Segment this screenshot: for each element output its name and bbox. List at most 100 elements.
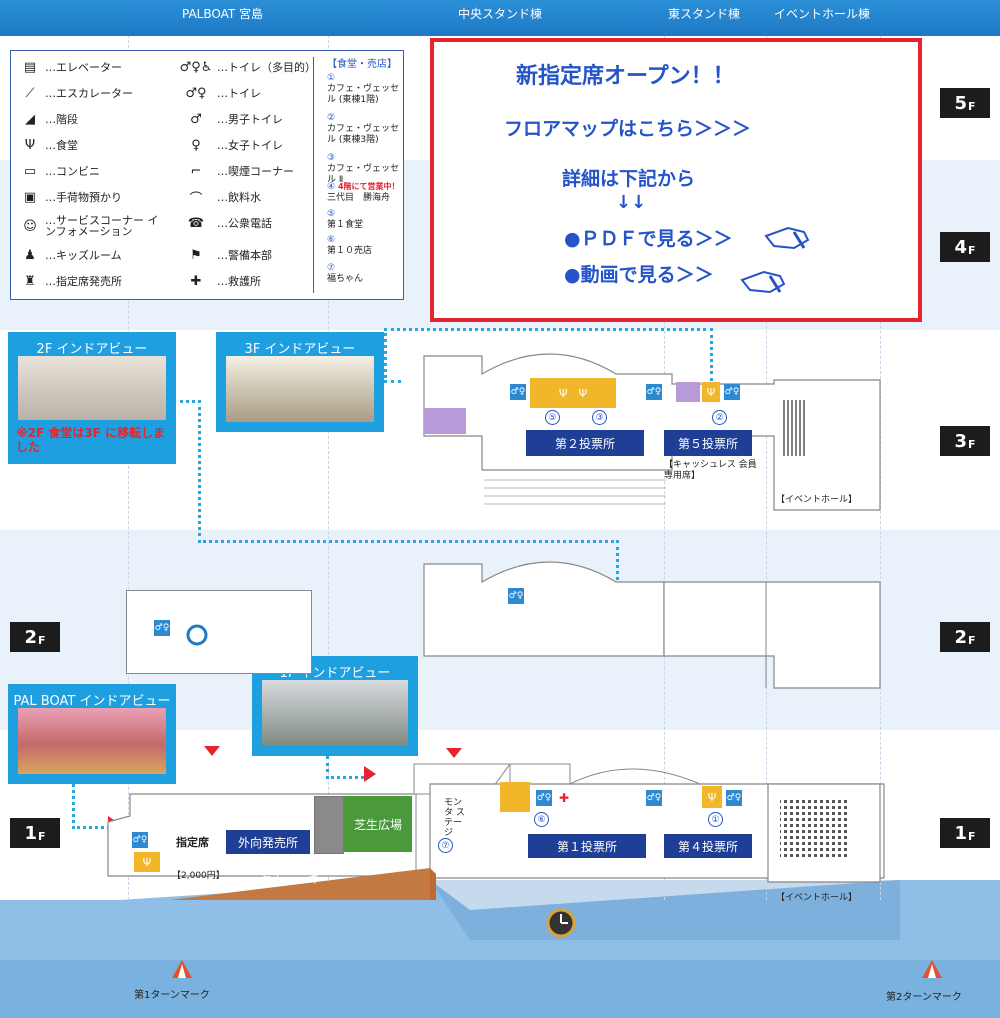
first-aid-icon: ✚ xyxy=(556,790,572,806)
connector-palboat xyxy=(72,784,115,829)
legend-item: ♂♀♿…トイレ（多目的） xyxy=(179,59,316,75)
toilet-icon: ♂♀ xyxy=(646,384,662,400)
convenience-1f xyxy=(500,782,530,812)
reserved-seat-label: 指定席 xyxy=(176,836,209,849)
promo-headline: 新指定席オープン！！ xyxy=(516,64,735,89)
water-fountain-icon: ⌒ xyxy=(189,191,203,207)
legend-item: ✚…救護所 xyxy=(179,273,261,289)
sea xyxy=(0,880,1000,1018)
shop-number: ⑦ xyxy=(438,838,453,853)
legend-item: ☎…公衆電話 xyxy=(179,215,272,231)
relocation-note: ※2F 食堂は3F に移転しました xyxy=(16,426,166,454)
legend-item: Ψ…食堂 xyxy=(19,137,78,153)
cafeteria-1f: Ψ xyxy=(702,786,722,808)
womens-toilet-icon: ♀ xyxy=(191,137,201,153)
smoking-area-3f xyxy=(676,382,700,402)
toilet-icon: ♂♀ xyxy=(536,790,552,806)
floor-map-link[interactable]: フロアマップはこちら＞＞＞ xyxy=(504,118,752,140)
reserved-seat-price: 【2,000円】 xyxy=(172,871,225,881)
cafeteria-1f: Ψ xyxy=(134,852,160,872)
event-hall-label-3f: 【イベントホール】 xyxy=(776,495,858,505)
escalator-icon: ⟋ xyxy=(25,85,35,101)
indoor-view-palboat[interactable]: PAL BOAT インドアビュー xyxy=(8,684,176,784)
first-aid-icon: ✚ xyxy=(190,273,202,289)
legend-item: ▣…手荷物預かり xyxy=(19,189,122,205)
toilet-icon: ♂♀ xyxy=(646,790,662,806)
indoor-view-title: 2F インドアビュー xyxy=(36,342,148,357)
toilet-icon: ♂♀ xyxy=(132,832,148,848)
legend-item: ⌒…飲料水 xyxy=(179,189,261,207)
smoking-area-3f xyxy=(424,408,466,434)
toilet-icon: ♂♀ xyxy=(154,620,170,636)
connector-1f xyxy=(326,756,369,779)
legend-item: ⚑…警備本部 xyxy=(179,247,272,263)
legend-item: ☺…サービスコーナー インフォメーション xyxy=(19,215,165,237)
legend-item: ◢…階段 xyxy=(19,111,78,127)
legend-item: ♟…キッズルーム xyxy=(19,247,122,263)
guide-line xyxy=(328,0,329,900)
pointing-hand-icon xyxy=(740,270,786,294)
mens-toilet-icon: ♂ xyxy=(190,111,202,127)
arrow-marker-icon xyxy=(364,766,376,782)
toilet-icon: ♂♀ xyxy=(726,790,742,806)
kids-room-icon: ♟ xyxy=(24,247,36,263)
legend-item: ♂…男子トイレ xyxy=(179,111,283,127)
map-3f-outline xyxy=(423,353,881,511)
legend-item: ♜…指定席発売所 xyxy=(19,273,122,289)
cafeteria-icon: Ψ xyxy=(24,137,36,153)
event-hall-label-1f: 【イベントホール】 xyxy=(776,893,858,903)
toilet-icon: ♂♀ xyxy=(508,588,524,604)
shop-entry: ④ 4階にて営業中！三代目 勝海舟 xyxy=(327,182,400,203)
promo-box: 新指定席オープン！！ フロアマップはこちら＞＞＞ 詳細は下記から ↓↓ ●ＰＤＦ… xyxy=(430,38,922,322)
outer-sales-office: 外向発売所 xyxy=(226,830,310,854)
map-2f-outline xyxy=(423,561,881,689)
turn-mark-icon xyxy=(172,960,192,978)
multipurpose-toilet-icon: ♂♀♿ xyxy=(179,59,213,75)
toilet-icon: ♂♀ xyxy=(724,384,740,400)
stage-label: モンタ ステージ xyxy=(444,798,465,838)
smoking-icon: ⌐ xyxy=(190,163,202,179)
elevator-icon: ▤ xyxy=(23,59,37,75)
voting-office-4: 第４投票所 xyxy=(664,834,752,858)
guide-line xyxy=(766,0,767,900)
indoor-view-title: PAL BOAT インドアビュー xyxy=(13,694,171,709)
arrow-marker-icon xyxy=(446,748,462,758)
cafeteria-3f: Ψ xyxy=(702,382,720,402)
stairs-icon: ◢ xyxy=(25,111,35,127)
toilet-icon: ♂♀ xyxy=(185,85,207,101)
baggage-icon: ▣ xyxy=(23,189,37,205)
indoor-photo xyxy=(18,356,166,420)
cashless-seat-label: 【キャッシュレス 会員専用席】 xyxy=(664,460,757,481)
turn-mark-icon xyxy=(922,960,942,978)
legend-item: ▤…エレベーター xyxy=(19,59,122,75)
reserved-seat-office-icon: ♜ xyxy=(24,273,36,289)
indoor-view-3f[interactable]: 3F インドアビュー xyxy=(216,332,384,432)
shop-number: ② xyxy=(712,410,727,425)
indoor-photo xyxy=(226,356,374,422)
clock-icon xyxy=(546,908,576,938)
video-link[interactable]: ●動画で見る＞＞ xyxy=(564,264,714,286)
voting-office-5: 第５投票所 xyxy=(664,430,752,456)
legend-item: ♀…女子トイレ xyxy=(179,137,283,153)
pointing-hand-icon xyxy=(764,226,810,250)
indoor-view-2f[interactable]: 2F インドアビュー ※2F 食堂は3F に移転しました xyxy=(8,332,176,464)
turn-mark-2-label: 第2ターンマーク xyxy=(886,992,962,1003)
shops-title: 【食堂・売店】 xyxy=(327,59,397,70)
convenience-store-icon: ▭ xyxy=(23,163,37,179)
pdf-link[interactable]: ●ＰＤＦで見る＞＞ xyxy=(564,228,733,250)
map-1f-outline xyxy=(107,763,885,900)
stair-block xyxy=(314,796,344,854)
connector-2f xyxy=(180,400,201,543)
legend-item: ⟋…エスカレーター xyxy=(19,85,133,101)
